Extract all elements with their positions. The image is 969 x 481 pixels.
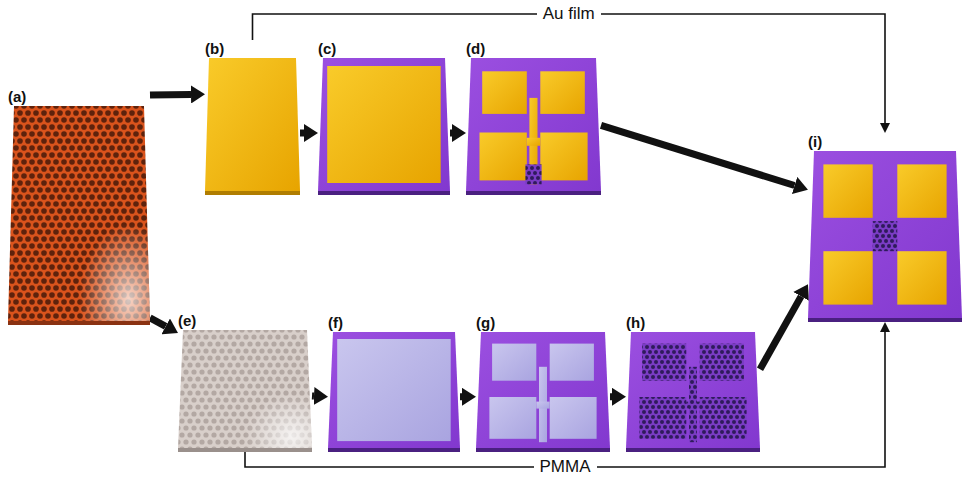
panel-illustration bbox=[8, 106, 150, 325]
process-panel: (h) bbox=[626, 314, 760, 452]
process-arrow bbox=[150, 318, 166, 327]
panel-illustration bbox=[318, 58, 450, 195]
process-arrow bbox=[150, 91, 191, 99]
panel-label: (a) bbox=[8, 88, 26, 105]
process-panel: (g) bbox=[476, 314, 610, 452]
panel-label: (d) bbox=[466, 40, 485, 57]
panel-label: (c) bbox=[318, 40, 336, 57]
panel-label: (i) bbox=[808, 133, 822, 150]
edge-label: PMMA bbox=[534, 457, 597, 477]
panel-label: (h) bbox=[626, 314, 645, 331]
process-arrow bbox=[460, 393, 462, 400]
process-arrow bbox=[610, 393, 612, 400]
process-panel: (i) bbox=[808, 133, 962, 322]
panel-label: (g) bbox=[476, 314, 495, 331]
process-arrow bbox=[601, 125, 795, 185]
process-arrow bbox=[300, 130, 304, 137]
panel-label: (b) bbox=[205, 40, 224, 57]
panel-label: (f) bbox=[328, 314, 343, 331]
panel-illustration bbox=[476, 332, 610, 452]
process-panel: (c) bbox=[318, 40, 450, 195]
process-panel: (a) bbox=[8, 88, 150, 325]
process-panel: (d) bbox=[466, 40, 601, 195]
process-arrow bbox=[450, 130, 452, 137]
process-panel: (b) bbox=[205, 40, 300, 195]
edge-label: Au film bbox=[537, 4, 601, 24]
panel-label: (e) bbox=[178, 312, 196, 329]
panel-illustration bbox=[205, 58, 300, 195]
process-panel: (e) bbox=[178, 312, 312, 452]
panel-illustration bbox=[808, 151, 962, 322]
panel-illustration bbox=[626, 332, 760, 452]
transfer-line bbox=[245, 332, 885, 467]
process-arrow bbox=[760, 296, 801, 369]
panel-illustration bbox=[466, 58, 601, 195]
panel-illustration bbox=[328, 332, 460, 452]
process-panel: (f) bbox=[328, 314, 460, 452]
panel-illustration bbox=[178, 330, 312, 452]
process-arrow bbox=[312, 393, 314, 400]
